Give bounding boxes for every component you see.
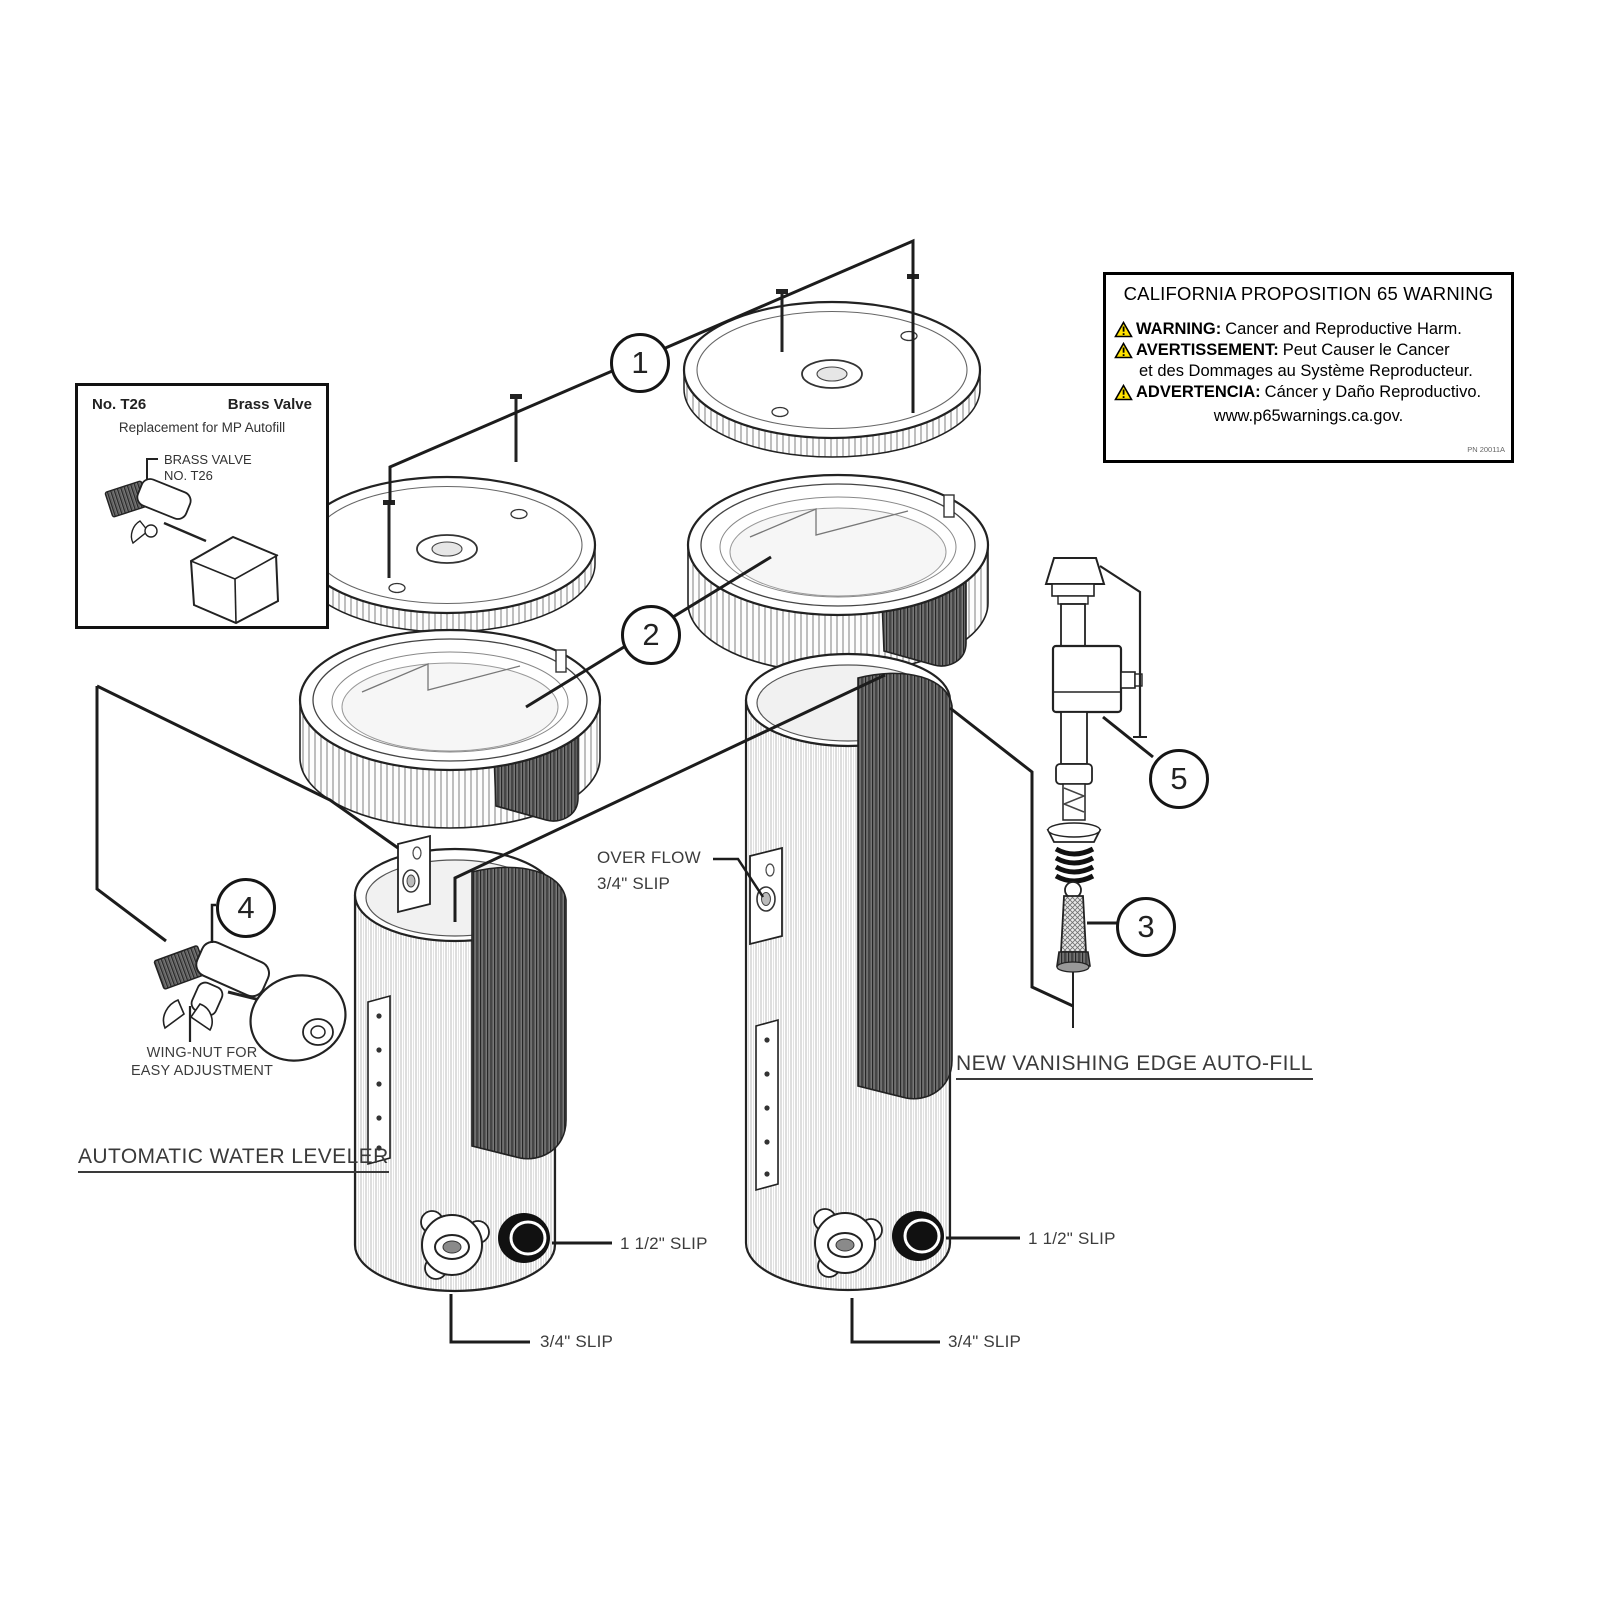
warning-triangle-icon [1114,342,1133,359]
left-slip-3-4-label: 3/4" SLIP [540,1332,614,1351]
warning-line-en: WARNING: Cancer and Reproductive Harm. [1114,319,1503,340]
callout-3: 3 [1116,897,1176,957]
right-slip-3-4-label: 3/4" SLIP [948,1332,1022,1351]
leader-lines [95,238,1154,1344]
t26-inset-box: No. T26 Brass Valve Replacement for MP A… [75,383,329,629]
lid-screw [776,289,788,352]
warning-line-fr-cont: et des Dommages au Système Reproducteur. [1139,362,1473,380]
left-side-port [498,1213,550,1263]
warning-line-es: ADVERTENCIA: Cáncer y Daño Reproductivo. [1114,382,1503,403]
right-assembly-title: NEW VANISHING EDGE AUTO-FILL [956,1052,1313,1080]
t26-part-name: Brass Valve [227,396,312,413]
callout-4: 4 [216,878,276,938]
callout-1: 1 [610,333,670,393]
right-lid [682,300,982,458]
callout-2-number: 2 [642,617,660,652]
overflow-label: OVER FLOW 3/4" SLIP [597,848,701,893]
left-slip-1-5-label: 1 1/2" SLIP [620,1234,708,1253]
right-wingnut-fitting [813,1208,883,1278]
warning-triangle-icon [1114,384,1133,401]
wingnut-label: WING-NUT FOR EASY ADJUSTMENT [130,1045,274,1079]
right-lock-ring [686,473,990,674]
lid-screw [510,394,522,462]
callout-3-number: 3 [1137,909,1155,944]
callout-5: 5 [1149,749,1209,809]
t26-part-number: No. T26 [92,396,147,413]
warning-title: CALIFORNIA PROPOSITION 65 WARNING [1123,283,1494,304]
t26-valve-drawing [104,458,280,625]
callout-4-number: 4 [237,890,255,925]
warning-triangle-icon [1114,321,1133,338]
left-assembly-title: AUTOMATIC WATER LEVELER [78,1145,389,1173]
filter-screen-part [1056,881,1091,1028]
left-lid [297,475,597,633]
t26-subtitle: Replacement for MP Autofill [118,420,286,435]
right-slip-1-5-label: 1 1/2" SLIP [1028,1229,1116,1248]
prop65-warning-box: CALIFORNIA PROPOSITION 65 WARNING WARNIN… [1103,272,1514,463]
warning-url: www.p65warnings.ca.gov. [1213,407,1404,425]
left-tank [353,834,567,1293]
left-lock-ring [298,628,602,829]
callout-5-number: 5 [1170,761,1188,796]
t26-callout-label: BRASS VALVE NO. T26 [164,452,252,483]
right-side-port [892,1211,944,1261]
brass-valve-part [153,940,347,1062]
callout-1-number: 1 [631,345,649,380]
callout-2: 2 [621,605,681,665]
warning-part-number: PN 20011A [1467,445,1505,454]
left-wingnut-fitting [420,1210,490,1280]
warning-line-fr: AVERTISSEMENT: Peut Causer le Cancer [1114,340,1503,361]
right-tank [744,652,953,1292]
fill-valve-part [1044,557,1147,884]
